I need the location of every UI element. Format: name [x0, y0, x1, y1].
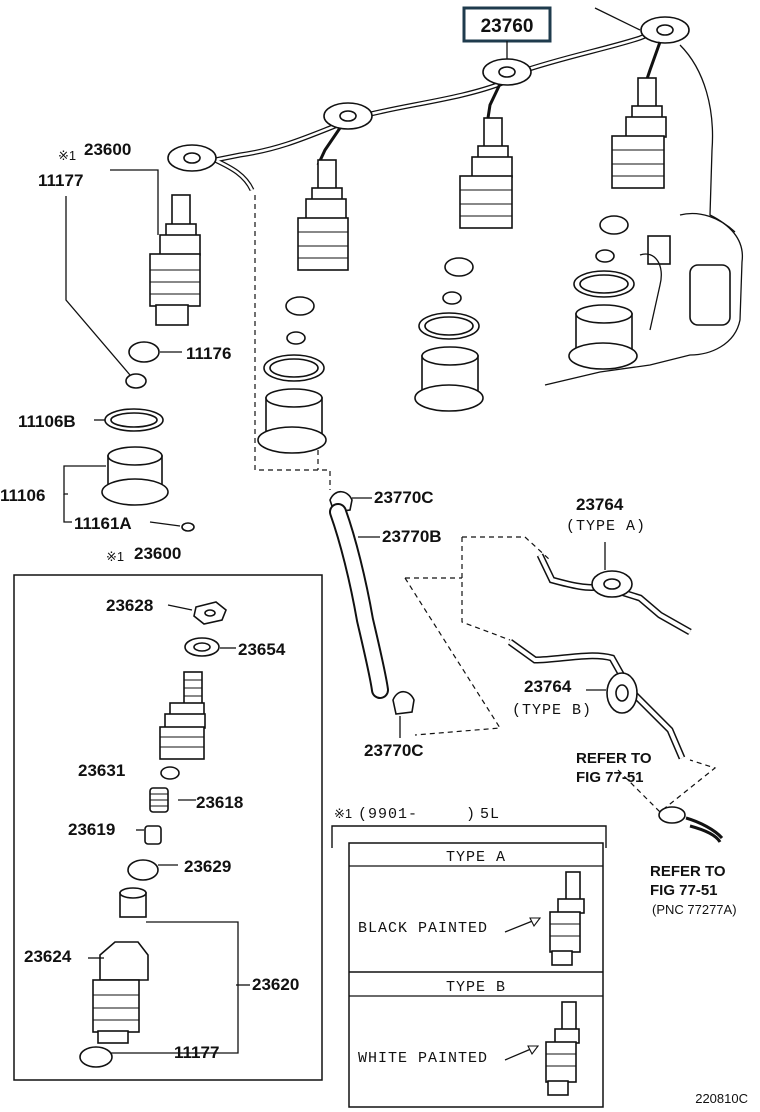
part-23770c-top[interactable]: 23770C: [374, 488, 434, 507]
refer-2-line-1[interactable]: REFER TO: [650, 863, 726, 880]
part-23770b[interactable]: 23770B: [382, 527, 442, 546]
type-a-header: TYPE A: [446, 849, 506, 866]
type-a-desc: BLACK PAINTED: [358, 920, 488, 937]
injector-nozzle-3: [459, 117, 513, 229]
leakage-pipe-type-a: [536, 542, 692, 636]
part-23629[interactable]: 23629: [184, 857, 231, 876]
part-23628[interactable]: 23628: [106, 596, 153, 615]
type-a-paren: (TYPE A): [566, 518, 646, 535]
part-23631[interactable]: 23631: [78, 761, 125, 780]
part-23760-label[interactable]: 23760: [481, 16, 534, 37]
footnote-engine: 5L: [480, 806, 500, 823]
injector-nozzle-4: [611, 77, 667, 189]
part-23764-b[interactable]: 23764: [524, 677, 572, 696]
exploded-injector-parts: [79, 601, 227, 1068]
type-b-header: TYPE B: [446, 979, 506, 996]
part-23600-top[interactable]: 23600: [84, 140, 131, 159]
part-23770c-bottom[interactable]: 23770C: [364, 741, 424, 760]
part-11106b[interactable]: 11106B: [18, 412, 76, 431]
exploded-leaders: [88, 604, 250, 1054]
type-box-outer: [348, 842, 604, 1108]
injector-nozzle-2: [297, 159, 349, 271]
type-b-desc: WHITE PAINTED: [358, 1050, 488, 1067]
part-23618[interactable]: 23618: [196, 793, 243, 812]
footnote-date: (9901-: [358, 806, 418, 823]
nozzle-seats-column-2: [257, 296, 327, 454]
hose-clips-right: [658, 806, 724, 843]
part-11177-top[interactable]: 11177: [38, 171, 83, 190]
injector-exploded-box: [13, 574, 323, 1081]
figure-code: 220810C: [695, 1091, 748, 1106]
leaders-left-top: [63, 169, 182, 527]
part-23600-box[interactable]: 23600: [134, 544, 181, 563]
hose-23770b: [329, 503, 389, 699]
part-23624[interactable]: 23624: [24, 947, 72, 966]
part-11106[interactable]: 11106: [0, 486, 45, 505]
leakage-return-route: [254, 195, 717, 813]
part-23654[interactable]: 23654: [238, 640, 286, 659]
part-23620[interactable]: 23620: [252, 975, 299, 994]
injection-pipe-assembly: [167, 7, 690, 192]
part-23619[interactable]: 23619: [68, 820, 115, 839]
note-mark-box: ※1: [106, 549, 124, 564]
refer-1-line-1[interactable]: REFER TO: [576, 750, 652, 767]
refer-2-line-3: (PNC 77277A): [652, 902, 737, 917]
refer-1-line-2[interactable]: FIG 77-51: [576, 769, 644, 786]
footnote-close: ): [466, 806, 476, 823]
leakage-pipe-type-b: [507, 639, 686, 760]
note-mark-top: ※1: [58, 148, 76, 163]
part-11176[interactable]: 11176: [186, 344, 231, 363]
footnote-mark: ※1: [334, 806, 352, 821]
part-23764-a[interactable]: 23764: [576, 495, 624, 514]
type-b-injector-icon: [504, 1001, 580, 1096]
nozzle-seats-column-3: [414, 257, 484, 412]
type-b-paren: (TYPE B): [512, 702, 592, 719]
injector-nozzle-1: [149, 194, 201, 326]
type-a-injector-icon: [504, 871, 585, 966]
refer-2-line-2[interactable]: FIG 77-51: [650, 882, 718, 899]
part-11161a[interactable]: 11161A: [74, 514, 132, 533]
cylinder-head-fragment: [544, 44, 744, 386]
nozzle-seats-column-4: [568, 215, 638, 370]
part-11177-box[interactable]: 11177: [174, 1043, 219, 1062]
left-seat-parts: [101, 341, 195, 532]
clip-23770c-bottom: [392, 690, 415, 738]
footnote-bracket: [331, 825, 607, 848]
